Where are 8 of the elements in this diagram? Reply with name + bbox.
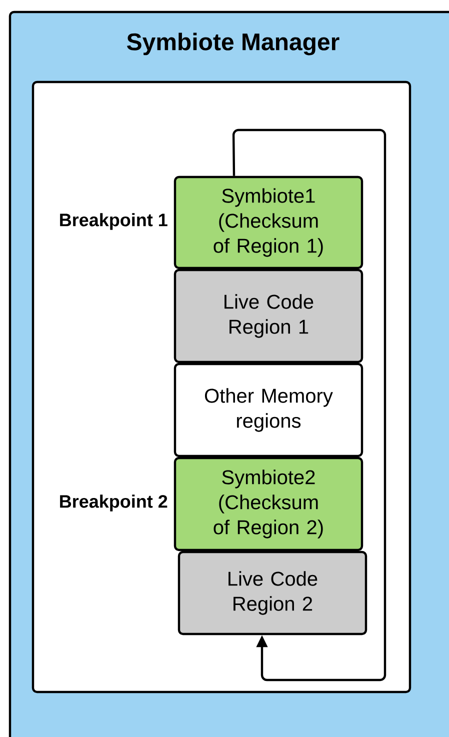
loop-arrow: [232, 128, 386, 682]
memory-region-box: Other Memory regions: [174, 362, 364, 458]
breakpoint-label: Breakpoint 2: [60, 494, 168, 512]
breakpoint-label: Breakpoint 1: [60, 213, 168, 230]
memory-region-box: Live Code Region 1: [174, 268, 364, 364]
memory-region-box: Symbiote1 (Checksum of Region 1): [174, 176, 364, 270]
memory-region-box: Symbiote2 (Checksum of Region 2): [174, 456, 364, 552]
memory-region-box: Live Code Region 2: [178, 550, 368, 636]
